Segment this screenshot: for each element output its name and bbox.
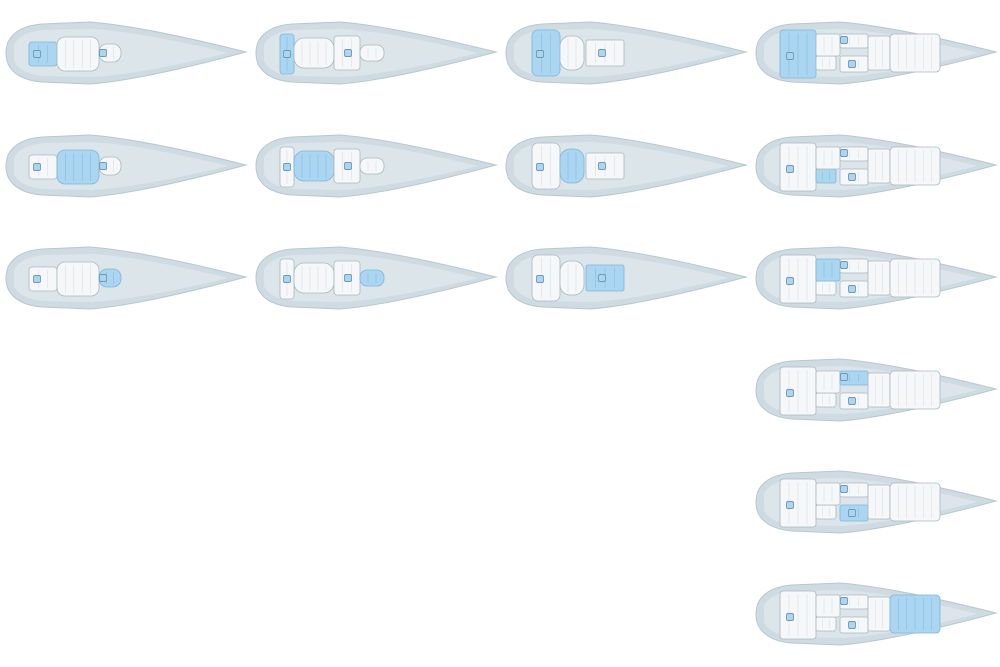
marker-c-icon: [848, 397, 856, 405]
room-mid-corridor: [815, 594, 841, 618]
room-bow-room: [98, 156, 122, 176]
marker-a-icon: [536, 50, 544, 58]
ship-svg: [505, 21, 748, 85]
room-bow-room: [359, 157, 385, 175]
room-center-block: [867, 596, 891, 632]
ship-diagram-flagship-3[interactable]: [752, 237, 998, 319]
marker-c-icon: [598, 162, 606, 170]
marker-a-icon: [786, 389, 794, 397]
marker-c-icon: [848, 621, 856, 629]
room-mid-corridor: [815, 258, 841, 282]
room-center-hall: [293, 150, 335, 182]
marker-c-icon: [848, 285, 856, 293]
room-mid-corridor: [815, 33, 841, 57]
room-center-hall: [56, 149, 100, 185]
marker-b-icon: [840, 597, 848, 605]
ship-svg: [755, 582, 998, 646]
ship-svg: [755, 21, 998, 85]
room-center-hall: [293, 262, 335, 294]
marker-b-icon: [840, 373, 848, 381]
marker-c-icon: [99, 162, 107, 170]
marker-a-icon: [786, 501, 794, 509]
ship-diagram-flagship-1[interactable]: [752, 12, 998, 94]
ship-svg: [255, 134, 498, 198]
ship-svg: [255, 246, 498, 310]
ship-diagram-flagship-5[interactable]: [752, 461, 998, 543]
marker-c-icon: [344, 49, 352, 57]
ship-diagram-flagship-4[interactable]: [752, 349, 998, 431]
marker-c-icon: [848, 509, 856, 517]
marker-a-icon: [786, 52, 794, 60]
room-lower-corridor: [815, 55, 837, 71]
marker-a-icon: [536, 275, 544, 283]
room-center-block: [867, 35, 891, 71]
ship-diagram-medium-3[interactable]: [252, 237, 498, 319]
marker-a-icon: [786, 613, 794, 621]
marker-a-icon: [786, 277, 794, 285]
ship-diagram-small-3[interactable]: [2, 237, 248, 319]
ship-diagram-flagship-6[interactable]: [752, 573, 998, 655]
ship-svg: [5, 21, 248, 85]
ship-diagram-medium-2[interactable]: [252, 125, 498, 207]
room-bow-room: [98, 43, 122, 63]
ship-svg: [755, 470, 998, 534]
room-bow-room: [359, 269, 385, 287]
ship-diagram-medium-1[interactable]: [252, 12, 498, 94]
room-center-block: [867, 260, 891, 296]
room-lower-corridor: [815, 392, 837, 408]
marker-b-icon: [840, 36, 848, 44]
ship-svg: [505, 134, 748, 198]
marker-a-icon: [283, 275, 291, 283]
room-center-block: [867, 148, 891, 184]
room-mid-corridor: [815, 146, 841, 170]
room-lower-corridor: [815, 280, 837, 296]
ship-svg: [755, 134, 998, 198]
ship-diagram-flagship-2[interactable]: [752, 125, 998, 207]
room-bow-room: [359, 44, 385, 62]
ship-svg: [755, 246, 998, 310]
marker-c-icon: [848, 60, 856, 68]
room-center-hall: [56, 261, 100, 297]
ship-svg: [5, 246, 248, 310]
marker-a-icon: [536, 163, 544, 171]
ship-svg: [5, 134, 248, 198]
room-center-block: [867, 484, 891, 520]
ship-diagram-small-1[interactable]: [2, 12, 248, 94]
marker-a-icon: [786, 165, 794, 173]
marker-c-icon: [344, 274, 352, 282]
marker-c-icon: [344, 162, 352, 170]
marker-a-icon: [283, 50, 291, 58]
room-center-hall: [293, 37, 335, 69]
room-center-hall: [559, 260, 585, 296]
marker-a-icon: [33, 163, 41, 171]
room-lower-corridor: [815, 168, 837, 184]
marker-c-icon: [598, 49, 606, 57]
room-bow-room: [98, 268, 122, 288]
room-center-block: [867, 372, 891, 408]
ship-svg: [255, 21, 498, 85]
ship-diagram-large-3[interactable]: [502, 237, 748, 319]
ship-svg: [505, 246, 748, 310]
marker-b-icon: [840, 149, 848, 157]
room-center-hall: [56, 36, 100, 72]
ship-diagram-large-1[interactable]: [502, 12, 748, 94]
room-center-hall: [559, 35, 585, 71]
room-mid-corridor: [815, 482, 841, 506]
room-center-hall: [559, 148, 585, 184]
marker-a-icon: [33, 50, 41, 58]
ship-svg: [755, 358, 998, 422]
marker-b-icon: [840, 261, 848, 269]
marker-c-icon: [99, 274, 107, 282]
marker-a-icon: [283, 163, 291, 171]
room-lower-corridor: [815, 616, 837, 632]
marker-c-icon: [848, 173, 856, 181]
ship-diagram-small-2[interactable]: [2, 125, 248, 207]
room-lower-corridor: [815, 504, 837, 520]
room-mid-corridor: [815, 370, 841, 394]
marker-b-icon: [840, 485, 848, 493]
marker-a-icon: [33, 275, 41, 283]
ship-diagram-large-2[interactable]: [502, 125, 748, 207]
marker-c-icon: [598, 274, 606, 282]
marker-c-icon: [99, 49, 107, 57]
